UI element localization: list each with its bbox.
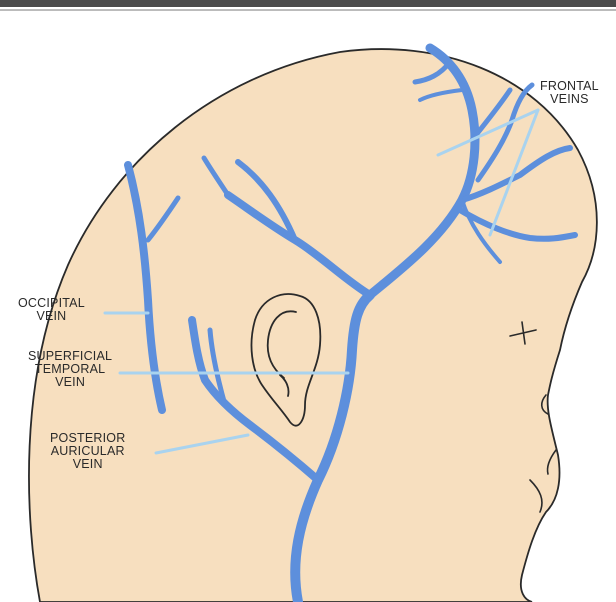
posterior-auricular-vein-line3: VEIN (50, 458, 125, 471)
posterior-auricular-vein-label: POSTERIOR AURICULAR VEIN (50, 432, 125, 471)
frontal-veins-line2: VEINS (540, 93, 599, 106)
superficial-temporal-vein-label: SUPERFICIAL TEMPORAL VEIN (28, 350, 112, 389)
occipital-vein-label: OCCIPITAL VEIN (18, 297, 85, 323)
occipital-vein-line2: VEIN (18, 310, 85, 323)
head-silhouette (29, 49, 597, 602)
superficial-temporal-vein-line3: VEIN (28, 376, 112, 389)
top-border-bar (0, 0, 616, 7)
frontal-veins-label: FRONTAL VEINS (540, 80, 599, 106)
